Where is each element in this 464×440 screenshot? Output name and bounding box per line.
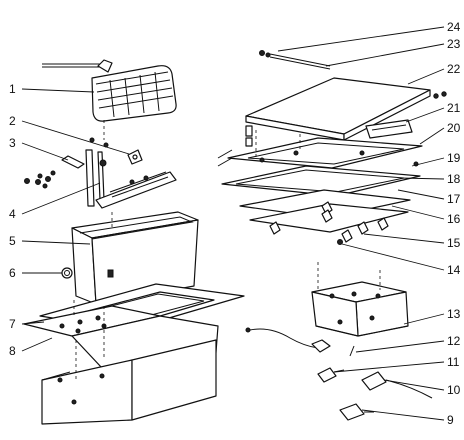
callout-14: 14 <box>447 263 461 277</box>
knob-part <box>61 267 73 279</box>
callout-7: 7 <box>9 317 16 331</box>
bottom-plate-part <box>249 201 409 235</box>
clip-set-part <box>341 217 389 243</box>
callout-16: 16 <box>447 212 461 226</box>
callout-4: 4 <box>9 207 16 221</box>
callout-17: 17 <box>447 192 461 206</box>
hinge-bar-part <box>365 119 413 139</box>
callout-22: 22 <box>447 62 461 76</box>
callout-9: 9 <box>447 413 454 427</box>
callout-10: 10 <box>447 383 461 397</box>
callout-21: 21 <box>447 101 461 115</box>
callout-24: 24 <box>447 20 461 34</box>
callout-6: 6 <box>9 266 16 280</box>
cable-sensor-part <box>245 327 355 357</box>
leader-lines <box>21 26 445 421</box>
small-screw-part <box>259 50 271 58</box>
thermostat-assembly-part <box>85 137 177 209</box>
switch-part <box>339 403 374 421</box>
callout-5: 5 <box>9 234 16 248</box>
housing-body-part <box>41 315 219 425</box>
callout-2: 2 <box>9 114 16 128</box>
lid-screw-part <box>433 93 439 99</box>
plug-part <box>317 367 345 383</box>
clip-part <box>127 149 143 165</box>
callout-23: 23 <box>447 37 461 51</box>
lid-screw-part <box>441 91 447 97</box>
callout-11: 11 <box>447 355 460 369</box>
screw-set-part <box>24 155 85 189</box>
inner-frame-part <box>217 137 423 169</box>
callout-13: 13 <box>447 307 461 321</box>
connector-part <box>361 371 433 399</box>
mounting-bracket-part <box>311 281 409 337</box>
oil-tank-part <box>71 211 199 305</box>
callout-1: 1 <box>9 82 16 96</box>
callout-15: 15 <box>447 236 461 250</box>
heating-element-part <box>42 59 177 122</box>
callout-12: 12 <box>447 334 461 348</box>
lid-handle-rod-part <box>269 53 331 70</box>
callout-20: 20 <box>447 121 461 135</box>
lid-part <box>245 77 431 147</box>
callout-3: 3 <box>9 136 16 150</box>
callout-8: 8 <box>9 344 16 358</box>
screw-part <box>337 239 343 245</box>
callout-18: 18 <box>447 172 461 186</box>
callout-19: 19 <box>447 151 461 165</box>
